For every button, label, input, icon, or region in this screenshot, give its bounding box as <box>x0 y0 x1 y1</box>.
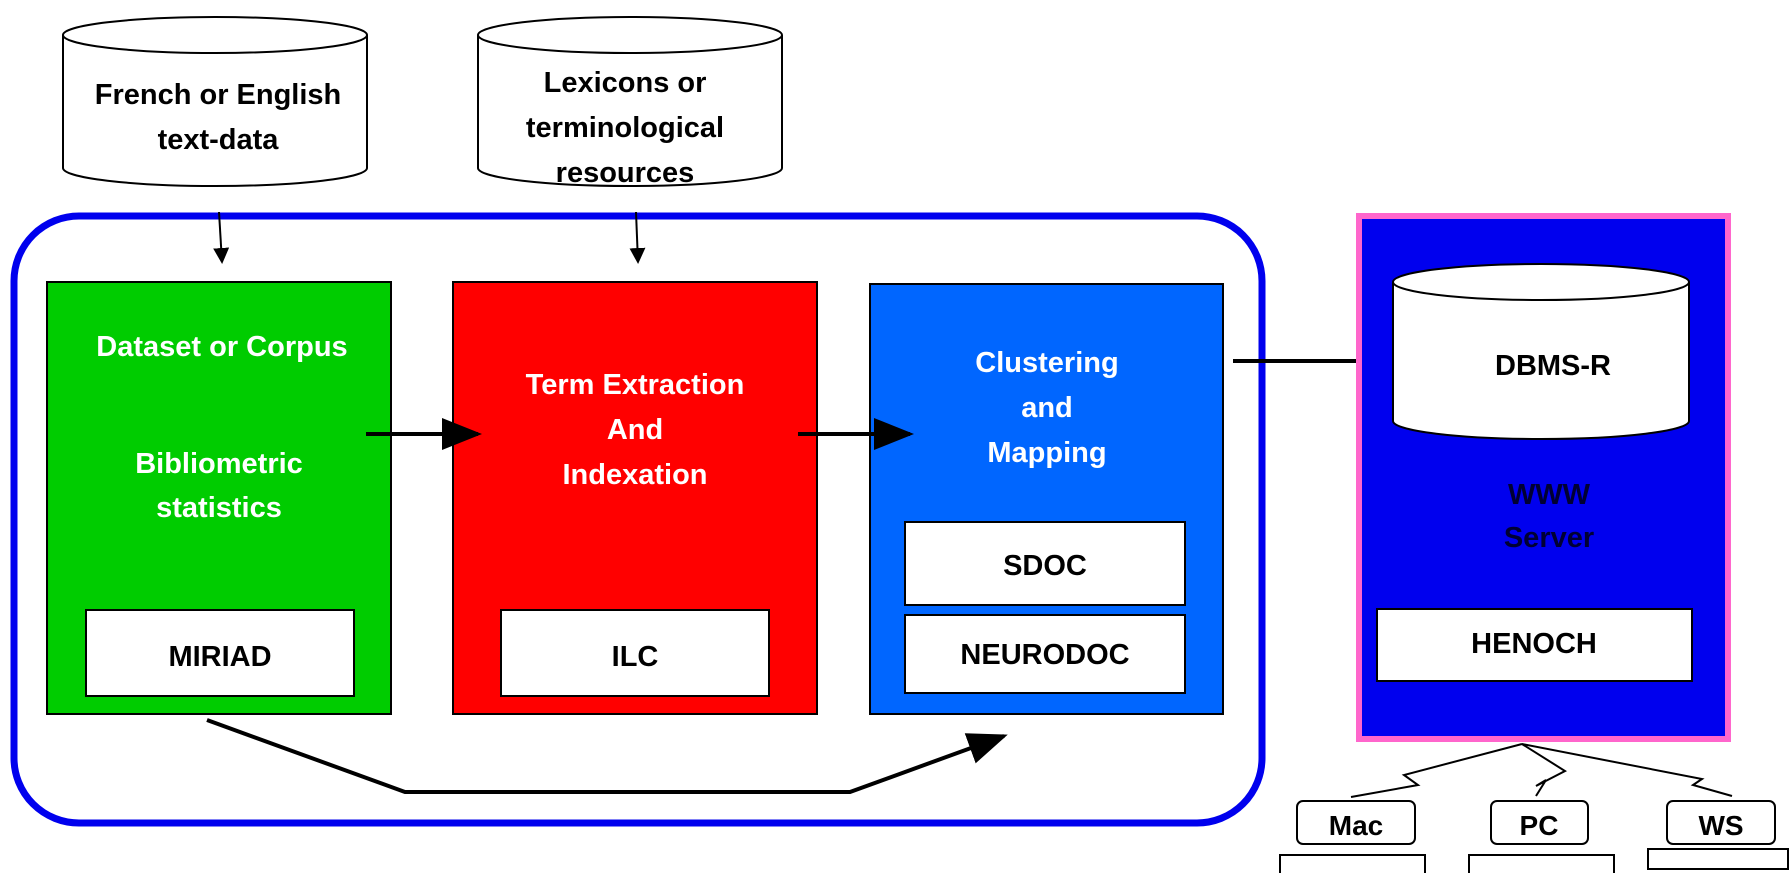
mac-monitor <box>1296 800 1416 845</box>
lexicons-label-line-3: resources <box>556 157 695 189</box>
www-server: DBMS-R WWW Server HENOCH <box>1356 213 1731 742</box>
ws-monitor <box>1666 800 1776 845</box>
miriad-box <box>85 609 355 697</box>
dataset-title: Dataset or Corpus <box>96 331 347 363</box>
text-data-label-line-2: text-data <box>158 124 280 156</box>
clustering-line-2: and <box>1021 392 1073 424</box>
pc-label: PC <box>1520 810 1559 841</box>
sdoc-label: SDOC <box>1003 550 1087 582</box>
henoch-label: HENOCH <box>1471 628 1597 660</box>
neurodoc-box <box>904 614 1186 694</box>
dbms-database <box>1392 263 1690 301</box>
ws-connection <box>1521 743 1733 797</box>
miriad-label: MIRIAD <box>168 641 271 673</box>
text-data-database: French or English text-data <box>62 16 368 187</box>
term-extraction-line-3: Indexation <box>562 459 707 491</box>
term-extraction-line-1: Term Extraction <box>526 369 745 401</box>
text-data-label-line-1: French or English <box>95 79 342 111</box>
ilc-box <box>500 609 770 697</box>
text-data-arrow <box>213 211 230 264</box>
server-label-line-1: WWW <box>1508 479 1591 511</box>
lexicons-label-line-1: Lexicons or <box>544 67 707 99</box>
mac-label: Mac <box>1329 810 1383 841</box>
pc-connection <box>1521 743 1568 797</box>
dataset-subtitle-line-1: Bibliometric <box>135 448 303 480</box>
client-ws: WS <box>1647 800 1789 870</box>
server-label-line-2: Server <box>1504 522 1594 554</box>
dataset-to-clustering-bypass-arrow <box>206 718 1008 794</box>
lexicons-database: Lexicons or terminological resources <box>477 16 783 189</box>
ws-base <box>1647 848 1789 870</box>
dataset-subtitle-line-2: statistics <box>156 492 282 524</box>
neurodoc-label: NEURODOC <box>960 639 1129 671</box>
sdoc-box <box>904 521 1186 606</box>
clustering-line-3: Mapping <box>987 437 1106 469</box>
client-pc: PC <box>1468 800 1615 873</box>
term-extraction-module: Term Extraction And Indexation ILC <box>452 281 818 715</box>
dataset-module: Dataset or Corpus Bibliometric statistic… <box>46 281 392 715</box>
lexicons-label-line-2: terminological <box>526 112 724 144</box>
ws-label: WS <box>1698 810 1743 841</box>
processing-group-border <box>10 212 1266 827</box>
clustering-line-1: Clustering <box>975 347 1118 379</box>
mac-base <box>1279 854 1426 873</box>
dbms-label: DBMS-R <box>1495 350 1611 382</box>
pc-monitor <box>1490 800 1589 845</box>
network-connections <box>1350 743 1733 798</box>
pc-base <box>1468 854 1615 873</box>
mac-connection <box>1350 743 1523 798</box>
henoch-box <box>1376 608 1693 682</box>
client-mac: Mac <box>1279 800 1426 873</box>
clustering-module: Clustering and Mapping SDOC NEURODOC <box>869 283 1224 715</box>
lexicons-arrow <box>629 211 646 264</box>
ilc-label: ILC <box>612 641 659 673</box>
term-extraction-line-2: And <box>607 414 663 446</box>
